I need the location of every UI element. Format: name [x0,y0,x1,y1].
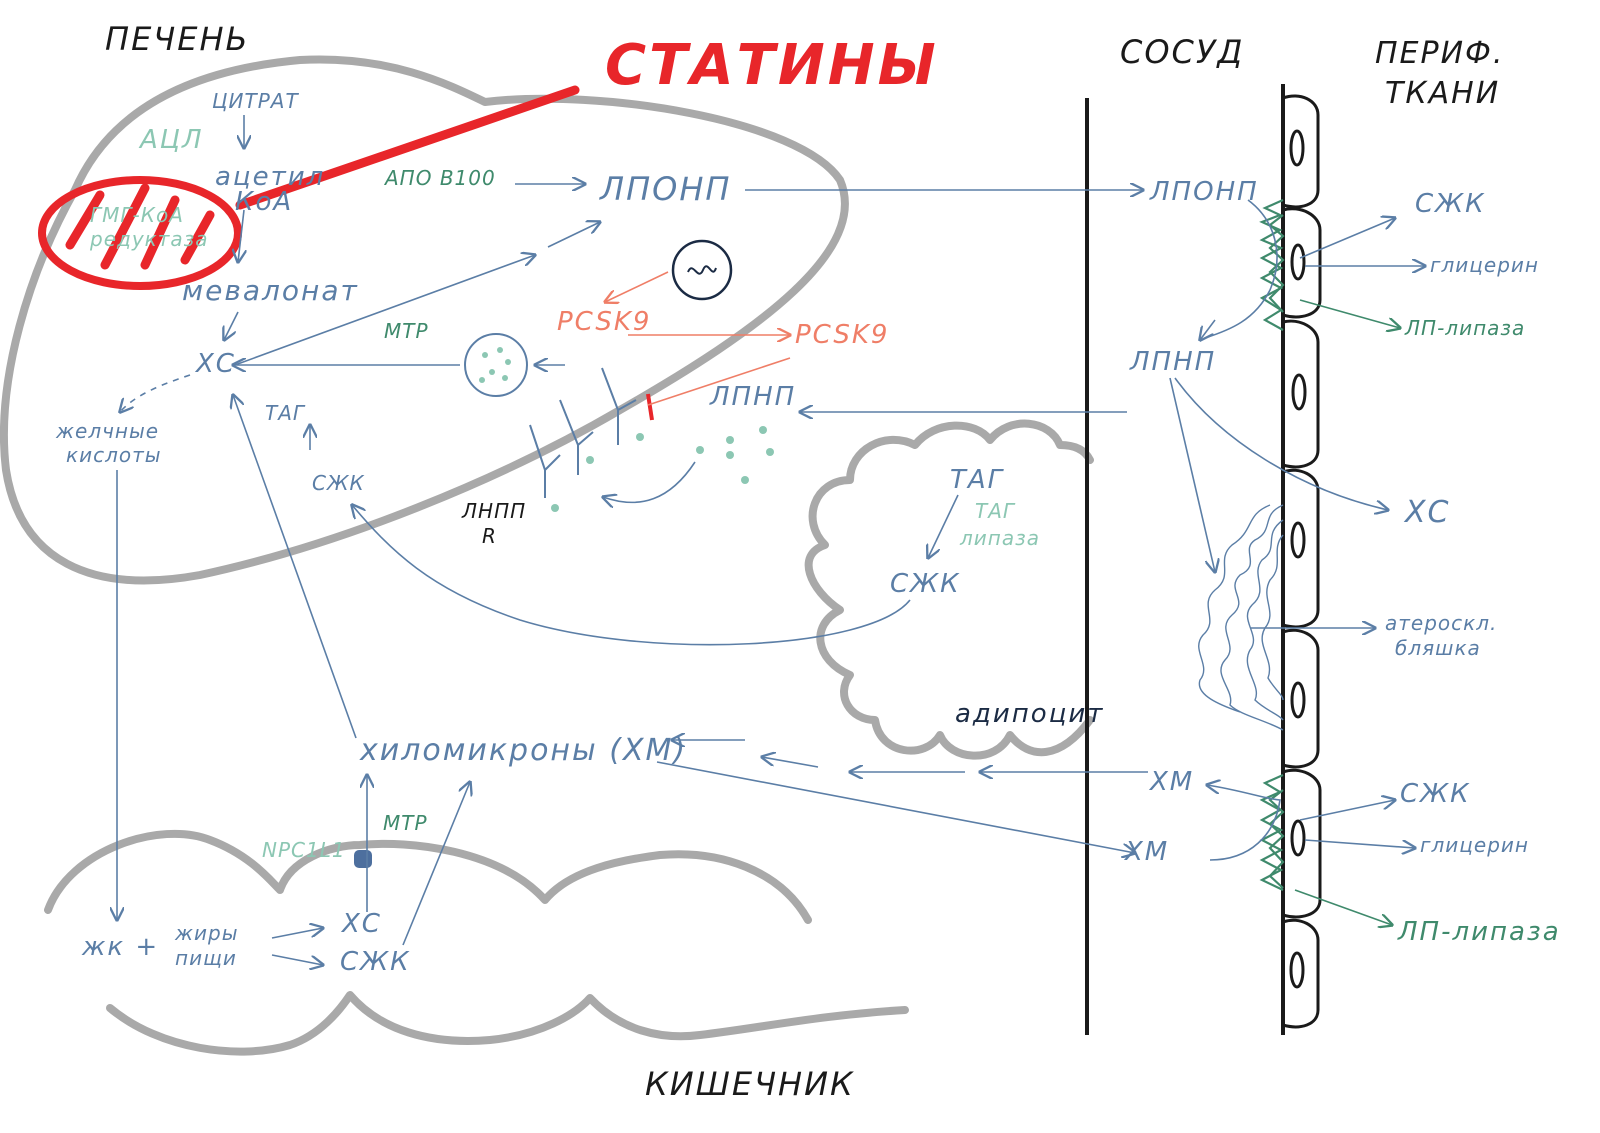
periph-arrows [1250,218,1425,925]
label-adipo-ffa: СЖК [890,569,961,599]
label-citrate: ЦИТРАТ [212,89,299,113]
label-periph-ffa-1: СЖК [1415,189,1486,219]
ldl-particles [551,426,774,512]
label-npc1l1: NPC1L1 [262,838,346,862]
label-periph-lpl-2: ЛП-липаза [1397,917,1561,947]
endosome-particles [479,347,511,383]
label-periph-ffa-2: СЖК [1400,779,1471,809]
plaque-squiggles [1198,504,1284,731]
label-periph-lpl-1: ЛП-липаза [1404,316,1525,340]
label-periph-glycerol-1: глицерин [1430,253,1539,277]
label-pcsk9-b: PCSK9 [795,320,889,350]
label-apo-b100: АПО В100 [383,166,496,190]
label-bile-plus: жк + [81,932,159,962]
label-vessel-xm1: ХМ [1148,767,1194,797]
intestine-upper-outline [44,829,812,924]
label-ldl-receptor-2: R [482,524,497,548]
label-hmg-1: ГМГ-КоА [90,203,184,227]
label-ldl-receptor-1: ЛНПП [461,499,526,523]
label-acetyl-coa-1: ацетил [215,162,325,192]
label-plaque-2: бляшка [1395,636,1481,660]
gut-arrows [117,395,470,965]
liver-arrows [120,115,1143,502]
label-chylomicrons: хиломикроны (ХМ) [359,733,687,768]
region-label-adipocyte: адипоцит [955,699,1104,729]
ldl-receptors [529,367,637,498]
statins-title: СТАТИНЫ [605,33,939,98]
label-gut-ffa: СЖК [340,947,411,977]
label-hmg-2: редуктаза [89,227,209,251]
label-food-fat-1: жиры [174,921,239,945]
label-acl: АЦЛ [138,125,204,155]
lp-lipase-lower-marks [1259,773,1285,891]
region-label-vessel: СОСУД [1120,33,1244,71]
label-food-fat-2: пищи [175,946,237,970]
region-label-periph-2: ТКАНИ [1385,76,1500,111]
label-liver-mtp: МТР [384,319,429,343]
npc1l1-transporter [354,850,372,868]
region-label-liver: ПЕЧЕНЬ [105,20,249,58]
statins-pointer-line [235,85,580,210]
statins-hatch-marks [65,183,215,270]
vessel-arrows [656,199,1388,861]
lp-lipase-upper-marks [1259,198,1285,331]
label-liver-tag: ТАГ [265,401,306,425]
intestine-lower-outline [106,991,909,1056]
endosome-circle [464,333,528,397]
label-periph-xc: ХС [1403,495,1451,530]
label-adipo-tag: ТАГ [950,465,1005,495]
nucleus-circle [671,239,733,301]
statins-target-ellipse [38,176,242,290]
label-liver-xc: ХС [194,349,236,379]
label-liver-ldl: ЛПНП [709,382,796,412]
label-liver-ffa: СЖК [312,471,365,495]
label-adipo-lipase-1: ТАГ [975,499,1016,523]
label-vessel-ldl: ЛПНП [1129,347,1216,377]
dna-squiggle [687,265,717,275]
label-gut-mtp: МТР [383,811,428,835]
label-vessel-vldl: ЛПОНП [1149,177,1259,207]
label-periph-glycerol-2: глицерин [1420,833,1529,857]
label-mevalonate: мевалонат [182,274,359,307]
region-label-periph-1: ПЕРИФ. [1375,36,1504,71]
label-adipo-lipase-2: липаза [959,526,1040,550]
label-pcsk9-a: PCSK9 [557,307,651,337]
label-plaque-1: атероскл. [1385,611,1497,635]
adipo-arrow-tag-to-ffa [928,494,959,558]
label-liver-vldl: ЛПОНП [599,170,731,208]
region-label-intestine: КИШЕЧНИК [645,1065,855,1103]
pcsk9-block-bar [646,393,654,421]
adipocyte-outline [804,419,1094,760]
adipo-arrow-ffa-to-liver [352,505,911,646]
label-bile-acids-2: кислоты [66,443,162,467]
label-gut-xc: ХС [340,909,382,939]
liver-outline [0,55,849,585]
label-bile-acids-1: желчные [55,419,159,443]
endothelial-cells [1282,94,1322,1029]
